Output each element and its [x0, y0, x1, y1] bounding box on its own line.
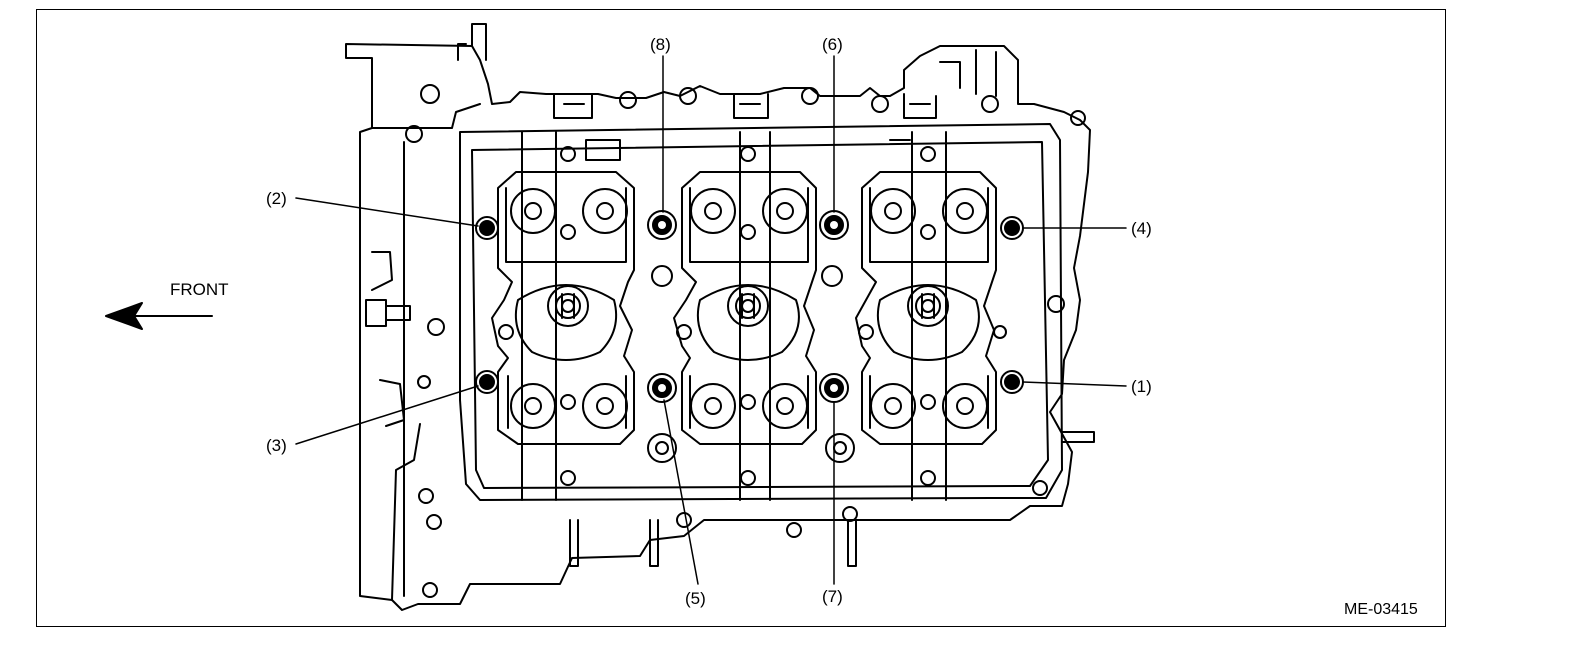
bolt-6: [819, 210, 849, 240]
callout-1: (1): [1131, 377, 1152, 396]
head-bolts: [475, 210, 1024, 403]
leader-lines: [295, 55, 1127, 585]
bolt-5: [647, 373, 677, 403]
arrow-left-icon: [105, 302, 213, 330]
figure-frame: [36, 9, 1446, 627]
cylinder-head-outline: [345, 23, 1095, 611]
leader-3: [295, 385, 479, 445]
leader-2: [295, 197, 479, 227]
front-label: FRONT: [170, 280, 229, 299]
leader-5: [663, 399, 699, 585]
callout-2: (2): [266, 189, 287, 208]
combustion-chambers: [491, 171, 997, 445]
bolt-8: [647, 210, 677, 240]
bolt-7: [819, 373, 849, 403]
callout-7: (7): [822, 587, 843, 606]
bolt-4: [1000, 216, 1024, 240]
callout-5: (5): [685, 589, 706, 608]
bolt-1: [1000, 370, 1024, 394]
leader-1: [1022, 381, 1127, 387]
valve-seats: [510, 188, 988, 429]
callout-8: (8): [650, 35, 671, 54]
callout-6: (6): [822, 35, 843, 54]
dowel-holes: [498, 146, 1007, 486]
bolt-2: [475, 216, 499, 240]
reference-code: ME-03415: [1344, 601, 1418, 618]
callout-4: (4): [1131, 219, 1152, 238]
bolt-3: [475, 370, 499, 394]
spark-plug-bosses: [547, 285, 949, 327]
callout-3: (3): [266, 436, 287, 455]
